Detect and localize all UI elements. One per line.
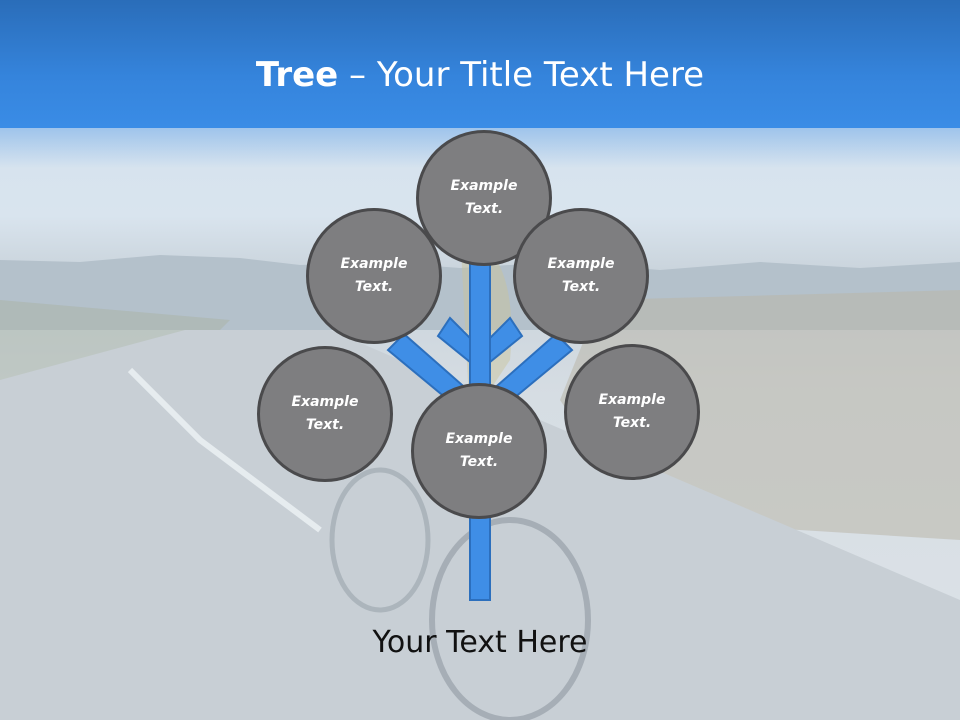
node-label: Example Text.	[340, 256, 408, 295]
node-label: Example Text.	[547, 256, 615, 295]
tree-node-lower-left: Example Text.	[257, 346, 393, 482]
tree-node-top: Example Text.	[416, 130, 552, 266]
slide-subtitle: Your Text Here	[372, 625, 588, 660]
header-bar: Tree – Your Title Text Here	[0, 0, 960, 128]
tree-node-upper-left: Example Text.	[306, 208, 442, 344]
tree-node-lower-right: Example Text.	[564, 344, 700, 480]
tree-node-upper-right: Example Text.	[513, 208, 649, 344]
node-label: Example Text.	[291, 394, 359, 433]
title-rest: – Your Title Text Here	[338, 55, 705, 95]
tree-branch-left-upper	[436, 316, 471, 365]
node-label: Example Text.	[598, 392, 666, 431]
tree-node-center: Example Text.	[411, 383, 547, 519]
node-label: Example Text.	[450, 178, 518, 217]
slide-title: Tree – Your Title Text Here	[0, 52, 960, 98]
node-label: Example Text.	[445, 431, 513, 470]
tree-branch-right-upper	[489, 316, 524, 365]
title-bold: Tree	[255, 55, 339, 95]
